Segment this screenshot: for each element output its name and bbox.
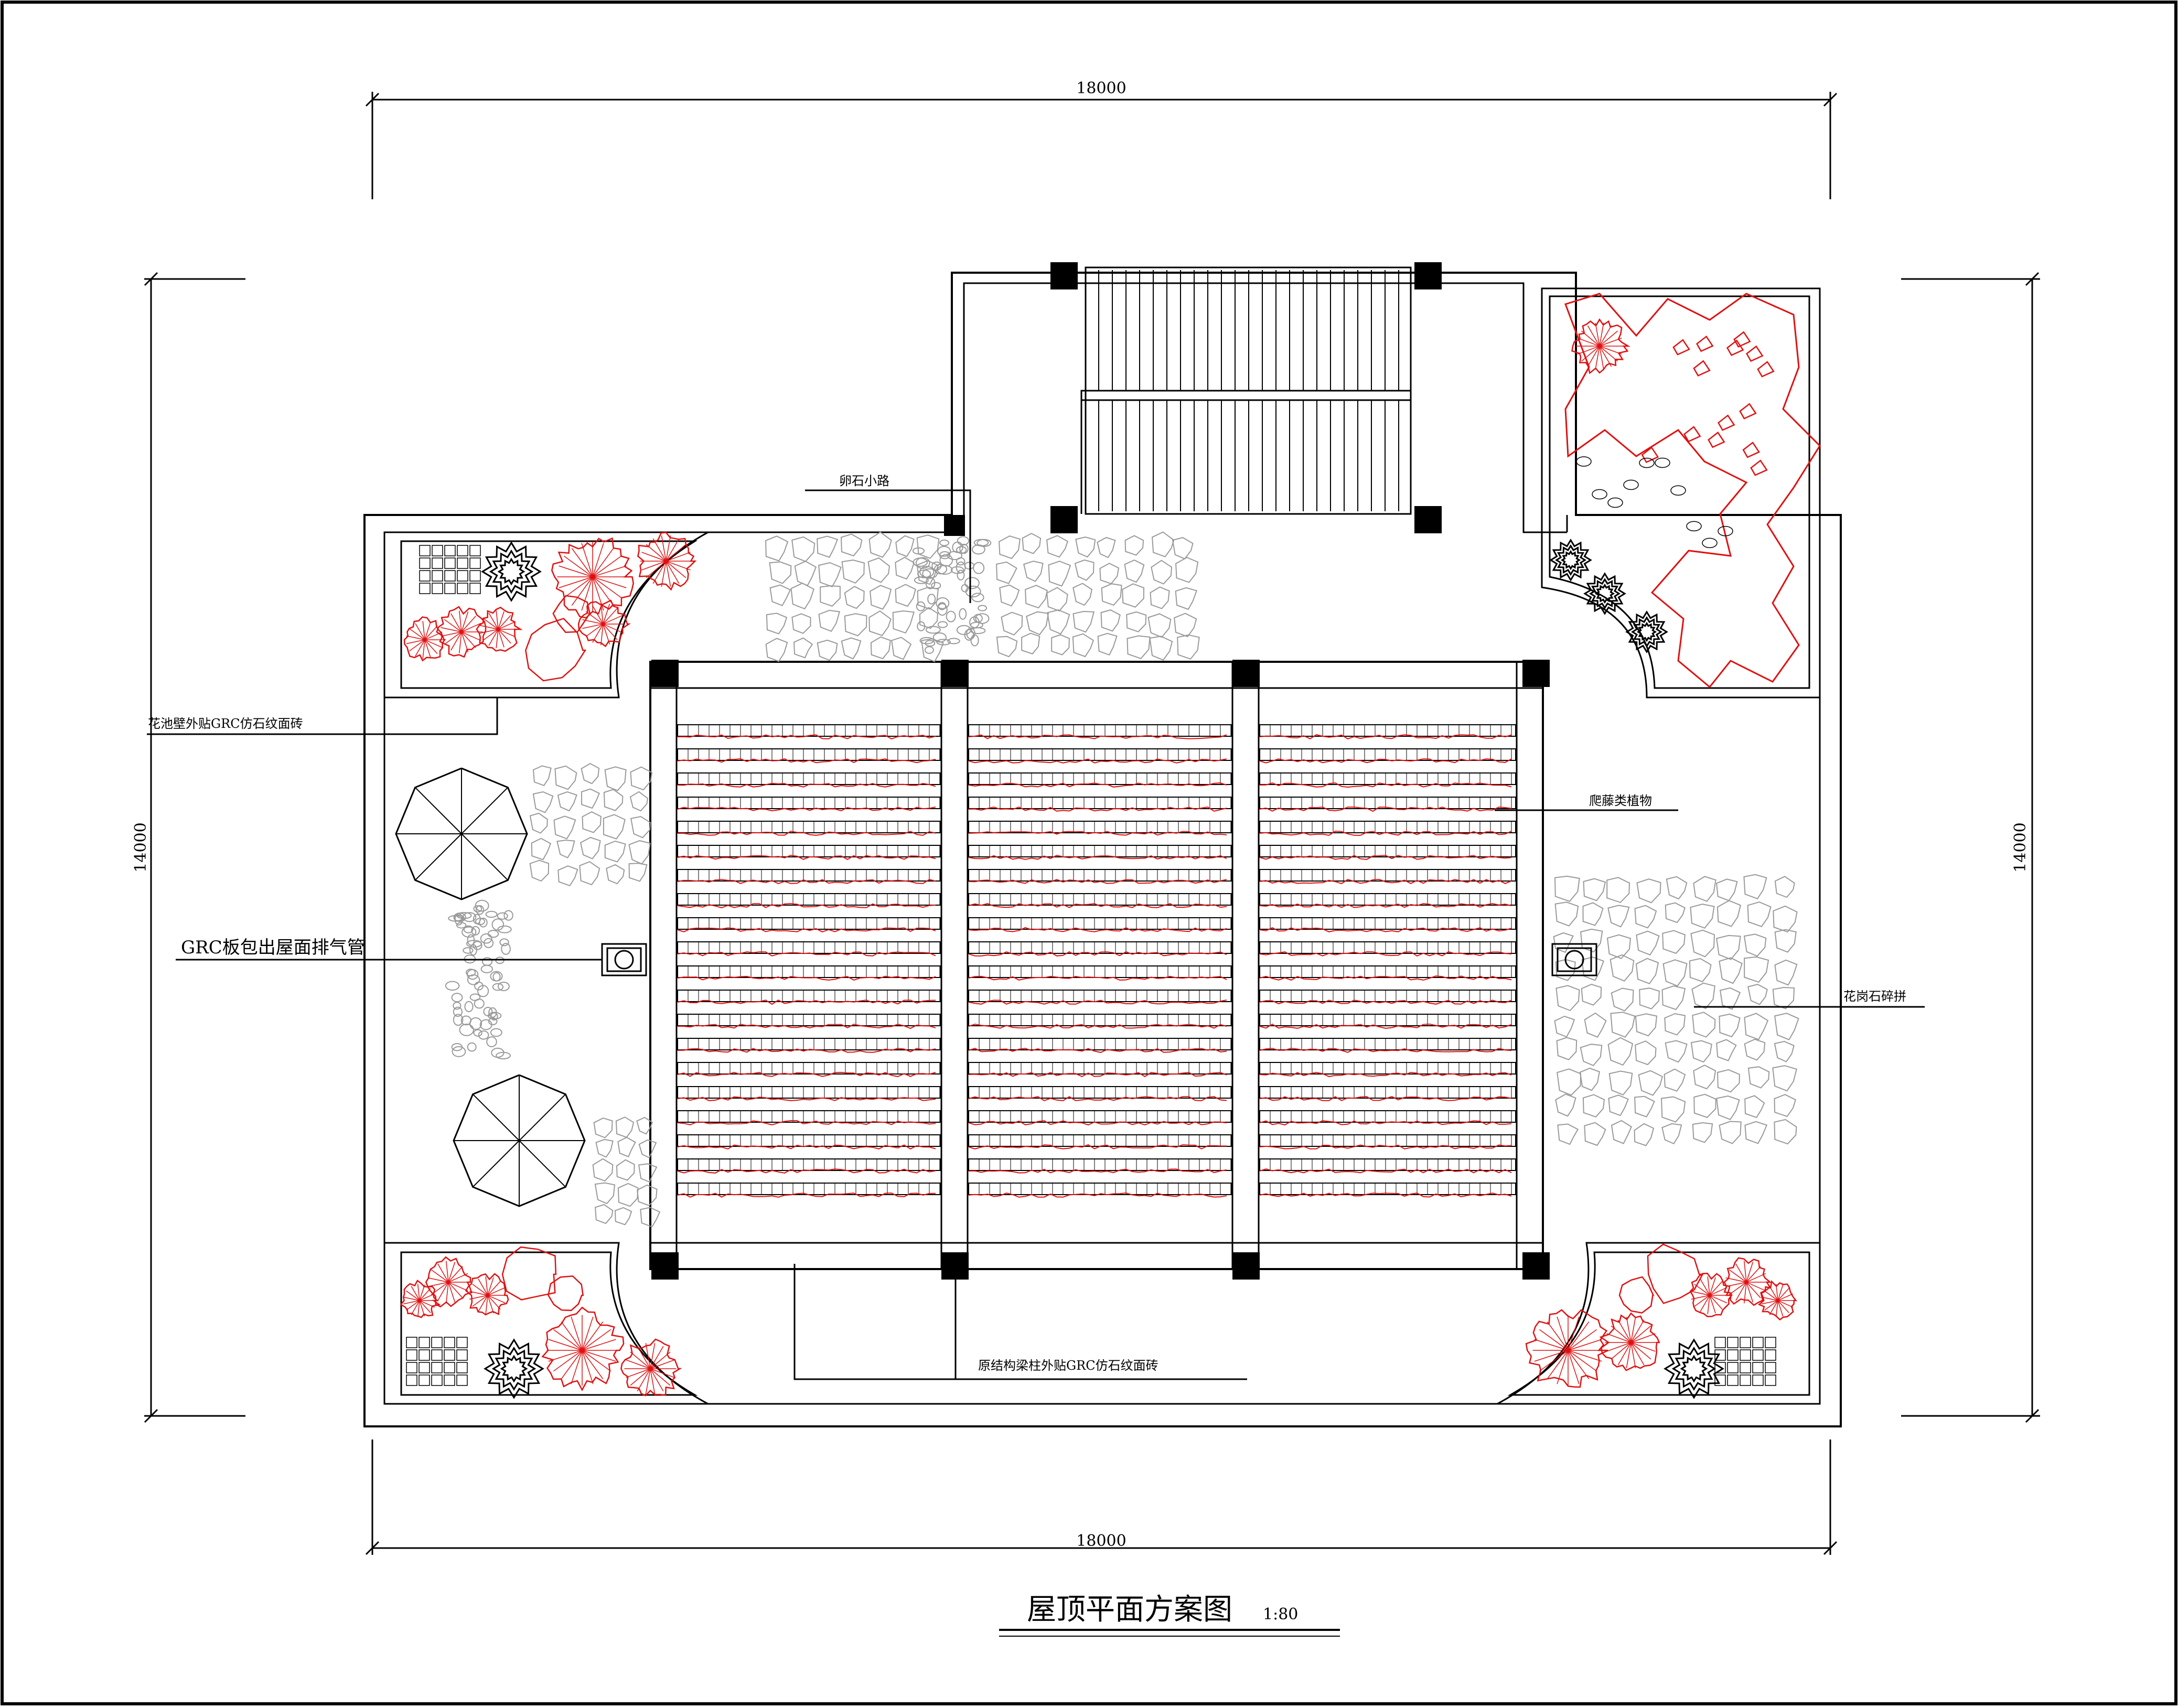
- staircase: [1080, 266, 1412, 515]
- pergola-frame: [649, 661, 1544, 1270]
- roof-outline: [363, 272, 1842, 1427]
- label-climbing-plants: 爬藤类植物: [1589, 793, 1652, 808]
- label-planter-wall: 花池壁外贴GRC仿石纹面砖: [148, 716, 303, 731]
- label-pebble-path: 卵石小路: [839, 474, 889, 488]
- dimension-bottom: [365, 1440, 1838, 1555]
- vent-pipe-right: [1551, 943, 1597, 976]
- planter-tile-grids: [406, 545, 1776, 1386]
- red-flowering-shrubs: [400, 532, 1797, 1397]
- dimension-right: [1901, 272, 2040, 1423]
- planter-bottom-left: [383, 1242, 709, 1405]
- dark-shrubs: [481, 539, 1724, 1399]
- dimension-right-label: 14000: [2011, 822, 2030, 872]
- label-granite-paving: 花岗石碎拼: [1843, 989, 1906, 1004]
- vent-pipe-left: [601, 943, 647, 976]
- drawing-scale: 1:80: [1263, 1605, 1298, 1624]
- top-right-garden: [1564, 293, 1821, 689]
- dimension-top: [365, 92, 1838, 199]
- dimension-left: [144, 272, 245, 1423]
- dimension-left-label: 14000: [132, 822, 150, 872]
- drawing-title: 屋顶平面方案图: [1027, 1593, 1232, 1627]
- dimension-top-label: 18000: [1076, 79, 1126, 98]
- label-beam-column-finish: 原结构梁柱外贴GRC仿石纹面砖: [978, 1358, 1158, 1373]
- pergola-slats: [677, 724, 1516, 1195]
- climbing-vines: [677, 734, 1512, 1198]
- pebble-path: [445, 536, 992, 1060]
- planter-bottom-right: [1497, 1242, 1821, 1405]
- patio-umbrellas: [395, 767, 586, 1207]
- label-vent-pipe: GRC板包出屋面排气管: [181, 937, 365, 958]
- structural-columns: [651, 262, 1550, 1280]
- dimension-bottom-label: 18000: [1076, 1532, 1126, 1550]
- leader-lines: [147, 489, 1925, 1380]
- crazy-paving: [529, 531, 1799, 1228]
